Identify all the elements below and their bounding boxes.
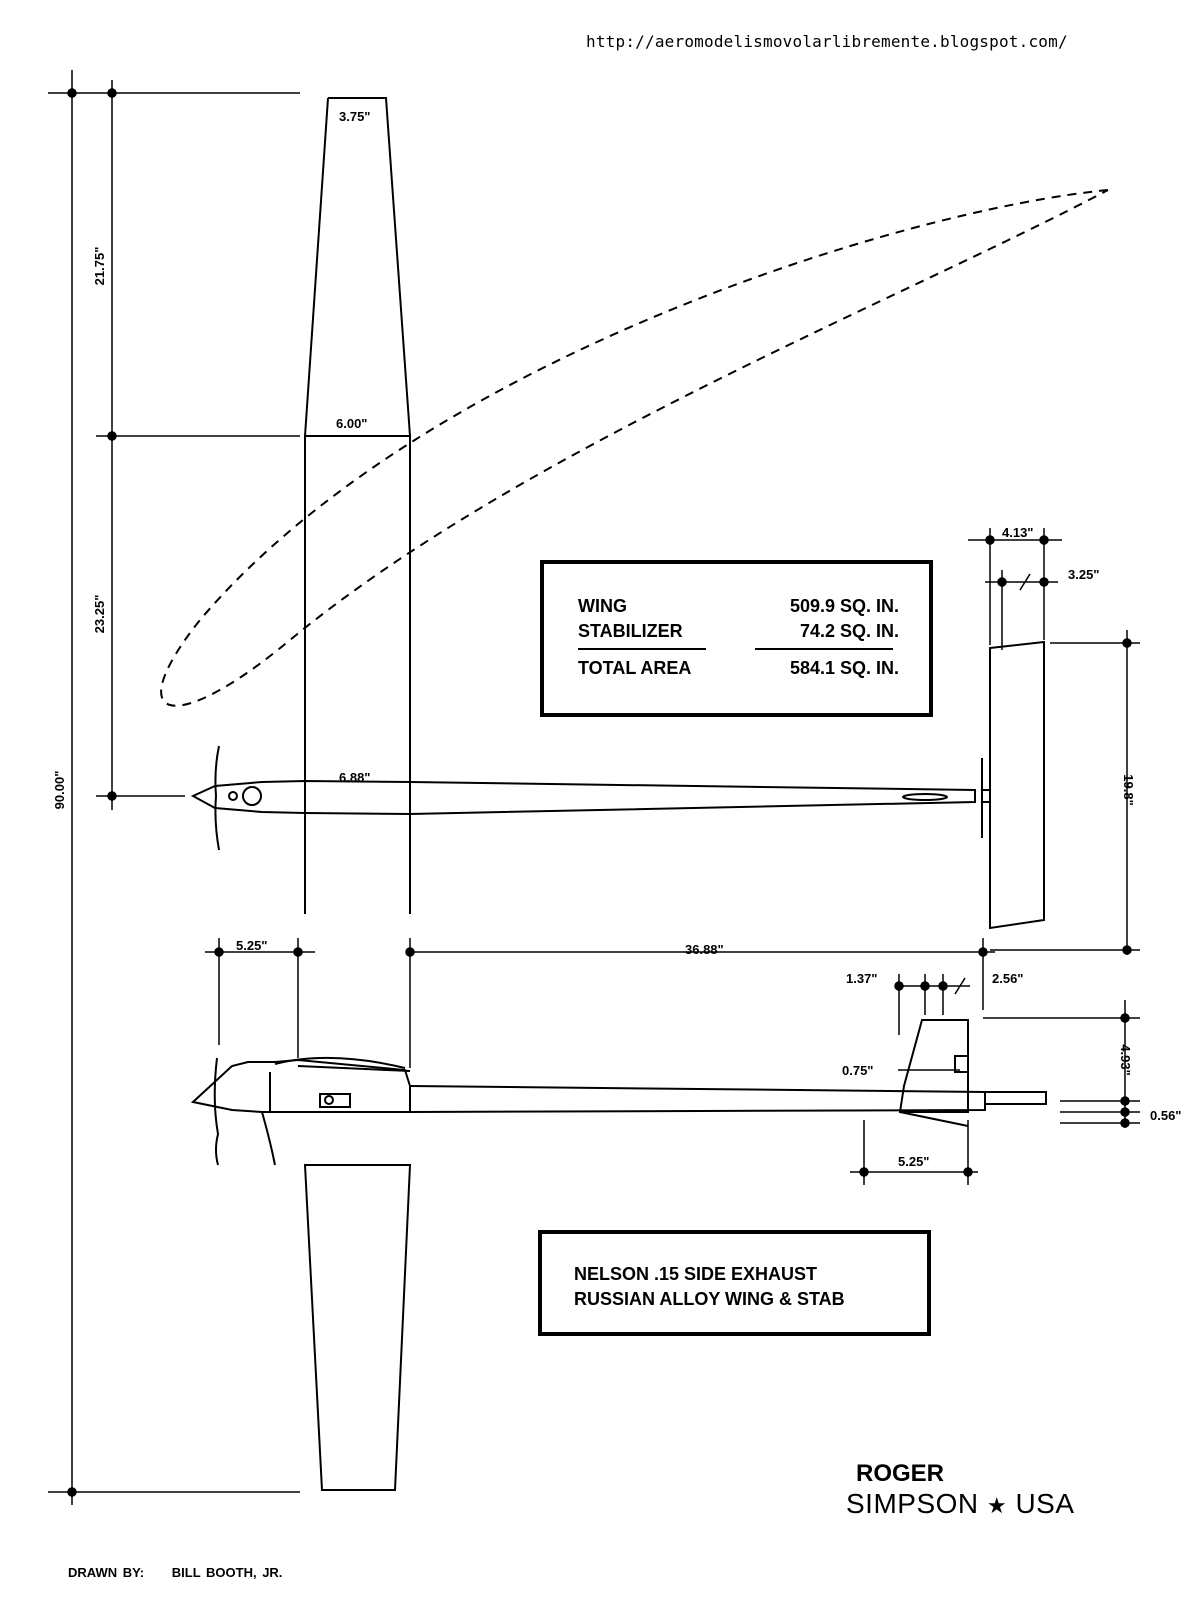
area-row-total: TOTAL AREA 584.1 SQ. IN. <box>578 656 899 681</box>
area-row-wing: WING 509.9 SQ. IN. <box>578 594 899 619</box>
wing-lower-panel <box>303 1164 412 1491</box>
total-label: TOTAL AREA <box>578 658 692 678</box>
root-chord-label: 6.88" <box>339 770 370 785</box>
stab-tip-label: 3.25" <box>1068 567 1099 582</box>
area-divider <box>578 648 899 650</box>
fin-top-label: 1.37" <box>846 971 877 986</box>
author-last-line: SIMPSON ★ USA <box>846 1488 1075 1520</box>
area-row-stabilizer: STABILIZER 74.2 SQ. IN. <box>578 619 899 644</box>
stabilizer-planform <box>982 640 1045 930</box>
fin-chord-label: 2.56" <box>992 971 1023 986</box>
landing-skid <box>261 1111 276 1166</box>
wing-planform <box>304 97 411 914</box>
mid-chord-label: 6.00" <box>336 416 367 431</box>
author-last-name: SIMPSON <box>846 1488 979 1519</box>
area-label: STABILIZER <box>578 621 683 641</box>
author-first-name: ROGER <box>856 1460 945 1487</box>
author-country: USA <box>1015 1488 1075 1519</box>
area-table: WING 509.9 SQ. IN. STABILIZER 74.2 SQ. I… <box>540 560 933 717</box>
area-label: WING <box>578 596 627 616</box>
fin-height-label: 4.93" <box>1118 1044 1133 1075</box>
rudder-label: 0.75" <box>842 1063 873 1078</box>
nose-length-label: 5.25" <box>236 938 267 953</box>
dimension-labels: 90.00" 21.75" 23.25" 3.75" 6.00" 6.88" 4… <box>52 109 1181 1169</box>
engine-line: NELSON .15 SIDE EXHAUST <box>574 1264 818 1284</box>
author-block: ROGER SIMPSON ★ USA <box>846 1460 1075 1520</box>
side-view <box>190 1019 1047 1491</box>
fuselage-plan <box>190 779 976 816</box>
drawn-by: DRAWN BY: BILL BOOTH, JR. <box>68 1565 282 1580</box>
area-value: 509.9 SQ. IN. <box>789 596 899 616</box>
materials-line: RUSSIAN ALLOY WING & STAB <box>574 1289 845 1309</box>
source-url: http://aeromodelismovolarlibremente.blog… <box>586 32 1068 51</box>
boom-depth-label: 0.56" <box>1150 1108 1181 1123</box>
propeller-side <box>213 1057 220 1166</box>
stab-chord-label: 4.13" <box>1002 525 1033 540</box>
area-value: 74.2 SQ. IN. <box>799 621 899 641</box>
fin-ventral <box>899 1111 969 1127</box>
plan-view <box>160 97 1109 930</box>
inner-span-label: 23.25" <box>92 595 107 634</box>
stab-span-label: 19.8" <box>1121 774 1136 805</box>
fin-base-label: 5.25" <box>898 1154 929 1169</box>
boom-side <box>409 1085 1047 1113</box>
fin <box>898 1019 969 1113</box>
dimension-lines <box>48 70 1140 1505</box>
star-icon: ★ <box>986 1493 1008 1518</box>
drawn-by-label: DRAWN BY: <box>68 1565 145 1580</box>
canopy <box>274 1056 406 1069</box>
span-label: 90.00" <box>52 771 67 810</box>
drawn-by-name: BILL BOOTH, JR. <box>171 1565 283 1580</box>
fuselage-side <box>190 1058 411 1113</box>
propeller-plan <box>214 745 220 851</box>
moment-arm-label: 36.88" <box>685 942 724 957</box>
total-value: 584.1 SQ. IN. <box>789 658 899 678</box>
engine-notes: NELSON .15 SIDE EXHAUST RUSSIAN ALLOY WI… <box>538 1230 931 1336</box>
tip-chord-label: 3.75" <box>339 109 370 124</box>
tip-span-label: 21.75" <box>92 247 107 286</box>
